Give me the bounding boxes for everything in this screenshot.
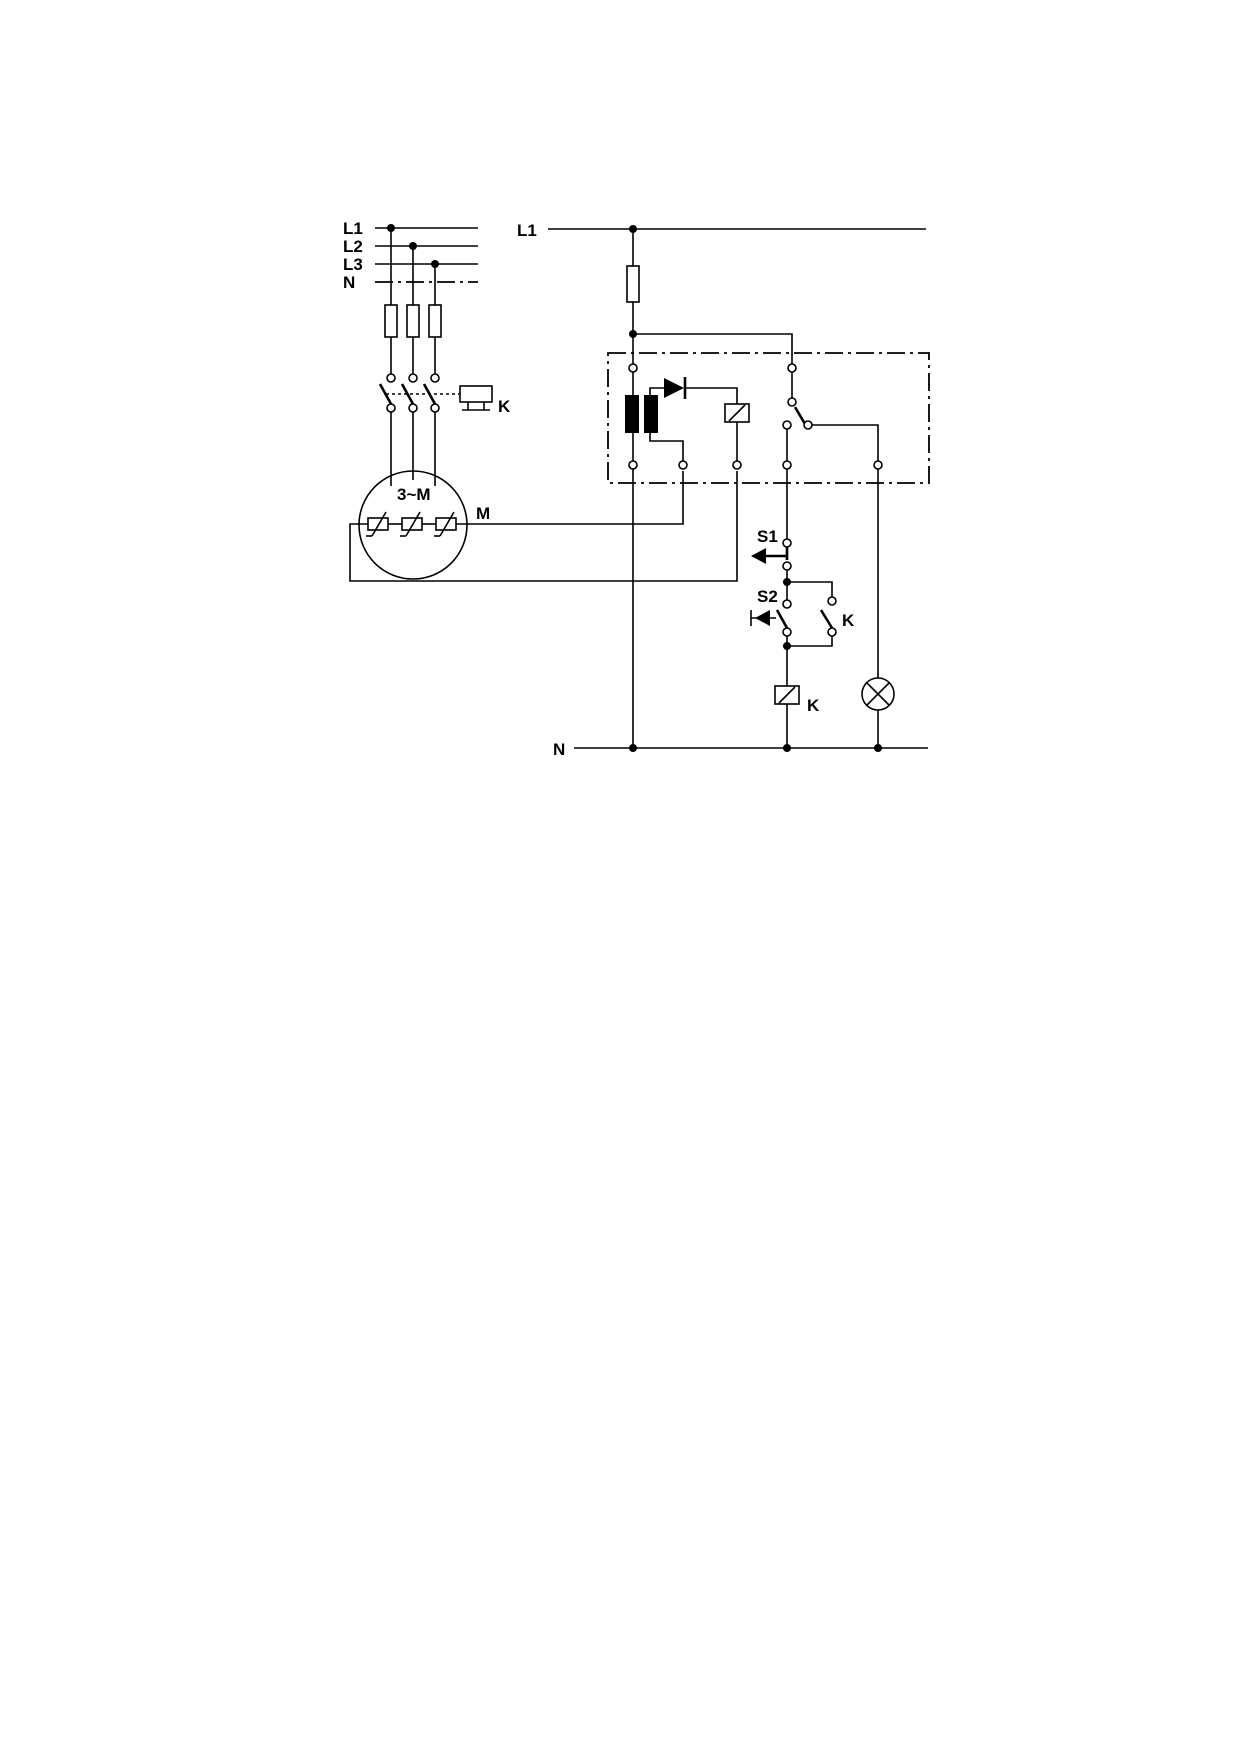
label-s1: S1 xyxy=(757,527,778,546)
label-aux-k: K xyxy=(842,611,855,630)
internal-relay-coil xyxy=(724,403,750,461)
ptc-thermistors xyxy=(366,511,457,537)
fuse xyxy=(428,304,442,338)
label-n: N xyxy=(343,273,355,292)
transformer xyxy=(625,372,684,461)
start-button-s2 xyxy=(750,599,792,637)
diode xyxy=(664,377,738,404)
label-contactor-k: K xyxy=(498,397,511,416)
motor-circle xyxy=(358,470,468,580)
junction-dot xyxy=(783,642,791,650)
thermistor-leads xyxy=(349,471,738,582)
relay-unit-box xyxy=(607,352,930,484)
label-control-l1: L1 xyxy=(517,221,537,240)
indicator-lamp xyxy=(861,469,895,748)
label-motor-type: 3~M xyxy=(397,485,431,504)
label-l2: L2 xyxy=(343,237,363,256)
contactor-actuator xyxy=(459,385,493,411)
stop-button-s1 xyxy=(751,538,792,571)
contactor-coil-k xyxy=(774,685,800,748)
label-s2: S2 xyxy=(757,587,778,606)
fuse xyxy=(384,304,398,338)
control-fuse xyxy=(626,265,640,303)
contactor-blade xyxy=(378,383,393,405)
label-l3: L3 xyxy=(343,255,363,274)
label-motor-m: M xyxy=(476,504,490,523)
contactor-blade xyxy=(400,383,415,405)
label-control-n: N xyxy=(553,740,565,759)
fuse xyxy=(406,304,420,338)
holding-contact-k xyxy=(787,596,837,647)
motor-phase-wiring xyxy=(378,228,460,486)
label-l1: L1 xyxy=(343,219,363,238)
changeover-contact xyxy=(782,372,879,461)
label-coil-k: K xyxy=(807,696,820,715)
